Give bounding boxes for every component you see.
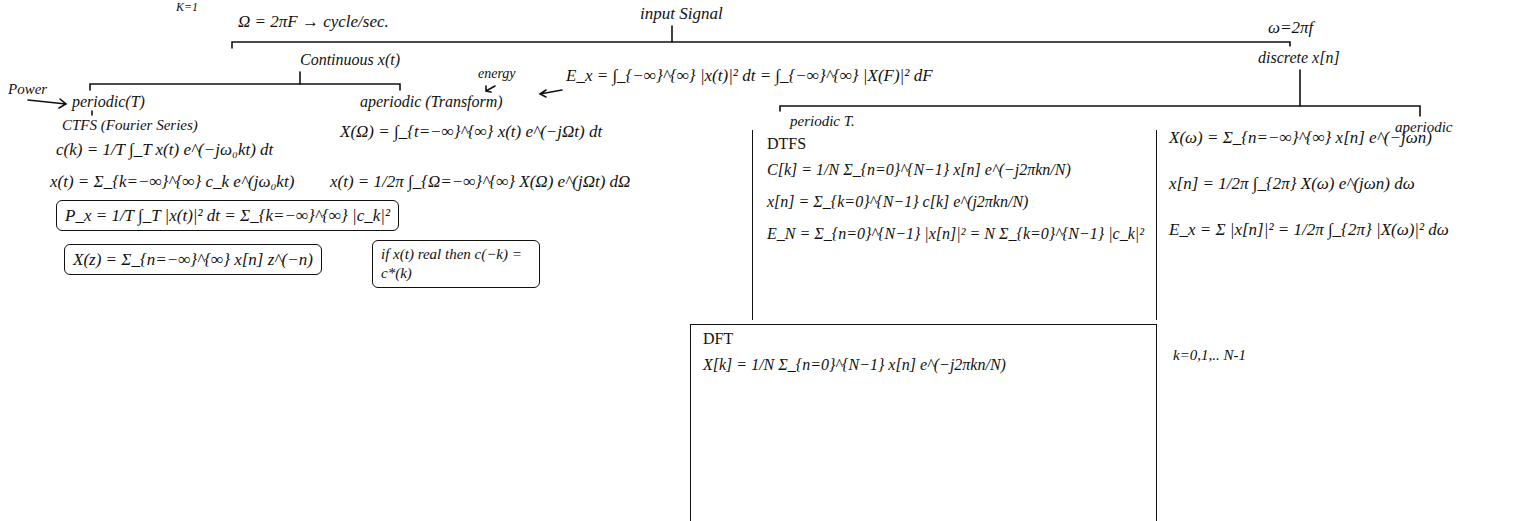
- note-label: CTFS (Fourier Series): [62, 116, 198, 134]
- formula-label: X(Ω) = ∫_{t=−∞}^{∞} x(t) e^(−jΩt) dt: [340, 122, 602, 142]
- note-label: discrete x[n]: [1258, 48, 1340, 67]
- note-label: periodic(T): [72, 92, 145, 111]
- formula-label: x(t) = Σ_{k=−∞}^{∞} c_k e^(jω₀kt): [50, 172, 294, 192]
- note-label: periodic T.: [790, 112, 855, 130]
- formula-text: X(z) = Σ_{n=−∞}^{∞} x[n] z^(−n): [73, 249, 313, 270]
- formula-label: Ω = 2πF → cycle/sec.: [238, 12, 389, 32]
- formula-box: if x(t) real then c(−k) = c*(k): [372, 240, 540, 288]
- note-label: input Signal: [640, 4, 723, 24]
- dtfs-region: DTFS C[k] = 1/N Σ_{n=0}^{N−1} x[n] e^(−j2…: [752, 130, 1157, 320]
- continuous-bracket: [90, 84, 400, 90]
- discrete-bracket: [780, 106, 1420, 116]
- formula-label: E_x = ∫_{−∞}^{∞} |x(t)|² dt = ∫_{−∞}^{∞}…: [566, 66, 933, 86]
- formula-label: E_x = Σ |x[n]|² = 1/2π ∫_{2π} |X(ω)|² dω: [1169, 220, 1449, 240]
- formula-text: P_x = 1/T ∫_T |x(t)|² dt = Σ_{k=−∞}^{∞} …: [65, 205, 390, 226]
- formula-label: X(ω) = Σ_{n=−∞}^{∞} x[n] e^(−jωn): [1169, 128, 1432, 148]
- formula-text: X[k] = 1/N Σ_{n=0}^{N−1} x[n] e^(−j2πkn/…: [703, 355, 1144, 375]
- formula-text: C[k] = 1/N Σ_{n=0}^{N−1} x[n] e^(−j2πkn/…: [767, 160, 1144, 180]
- note-label: energy: [478, 66, 516, 83]
- formula-box: X(z) = Σ_{n=−∞}^{∞} x[n] z^(−n): [64, 244, 322, 275]
- formula-text: x[n] = Σ_{k=0}^{N−1} c[k] e^(j2πkn/N): [767, 192, 1144, 212]
- bracket-stub: [671, 26, 673, 42]
- section-heading: DTFS: [767, 134, 1144, 154]
- top-bracket: [232, 42, 1290, 48]
- power-arrow: [28, 99, 66, 108]
- formula-label: k=0,1,.. N-1: [1173, 346, 1246, 364]
- note-label: Power: [8, 80, 47, 98]
- formula-text: if x(t) real then c(−k) = c*(k): [381, 245, 531, 283]
- note-label: Continuous x(t): [300, 50, 400, 69]
- leader-line: [91, 111, 93, 115]
- formula-label: x[n] = 1/2π ∫_{2π} X(ω) e^(jωn) dω: [1169, 174, 1415, 194]
- bracket-stub: [1299, 70, 1301, 106]
- formula-label: x(t) = 1/2π ∫_{Ω=−∞}^{∞} X(Ω) e^(jΩt) dΩ: [330, 172, 630, 192]
- formula-text: E_N = Σ_{n=0}^{N−1} |x[n]|² = N Σ_{k=0}^…: [767, 224, 1144, 244]
- energy-arrow: [540, 90, 562, 97]
- formula-box: P_x = 1/T ∫_T |x(t)|² dt = Σ_{k=−∞}^{∞} …: [56, 200, 399, 231]
- dft-box: DFT X[k] = 1/N Σ_{n=0}^{N−1} x[n] e^(−j2π…: [690, 324, 1157, 521]
- section-heading: DFT: [703, 329, 1144, 349]
- bracket-stub: [299, 72, 301, 84]
- formula-label: ω=2πf: [1268, 18, 1313, 38]
- formula-label: c(k) = 1/T ∫_T x(t) e^(−jω₀kt) dt: [56, 140, 273, 160]
- note-label: aperiodic (Transform): [360, 92, 503, 111]
- formula-label: K=1: [176, 0, 198, 14]
- energy-arrow: [486, 86, 495, 92]
